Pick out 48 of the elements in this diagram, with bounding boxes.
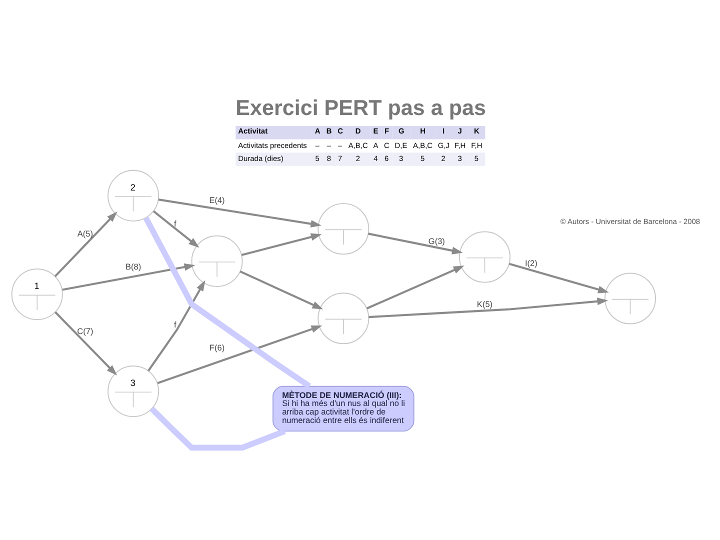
diagram-title: Exercici PERT pas a pas [236, 94, 486, 120]
label: Durada (dies) [238, 154, 284, 163]
edge-label: B(8) [125, 262, 142, 271]
label: F,H [454, 140, 466, 150]
label: 2 [441, 154, 446, 163]
label: – [338, 140, 342, 150]
label: F,H [471, 140, 482, 150]
label: 5 [474, 154, 479, 163]
edge-label: K(5) [476, 299, 493, 308]
label: H [420, 126, 426, 136]
edge-label: f [174, 218, 176, 228]
edge-label: C(7) [77, 326, 94, 336]
label: 8 [326, 154, 331, 163]
label: A,B,C [348, 140, 368, 150]
edge-label: f [174, 320, 176, 329]
label: – [315, 140, 320, 150]
label: F [384, 126, 390, 136]
label: G [398, 126, 404, 136]
label: A [373, 140, 378, 150]
label: J [458, 126, 462, 136]
edge-label: E(4) [209, 196, 225, 205]
label: – [326, 140, 331, 150]
label: D,E [394, 140, 408, 150]
label: Activitats precedents [238, 140, 307, 150]
edge-label: F(6) [209, 343, 225, 352]
label: 3 [398, 154, 404, 163]
label: 6 [384, 154, 389, 163]
label: © Autors - Universitat de Barcelona - 2008 [560, 216, 700, 226]
label: G,J [438, 140, 450, 150]
label: 3 [458, 154, 462, 163]
edge-label: G(3) [428, 236, 445, 246]
label: C [384, 140, 390, 150]
edge-label: A(5) [77, 228, 94, 238]
label: E [373, 126, 378, 136]
label: D [355, 126, 361, 136]
label: Activitat [238, 126, 268, 136]
label: K [474, 126, 480, 136]
label: A [314, 126, 320, 136]
label: 5 [420, 154, 425, 163]
label: 5 [315, 154, 320, 163]
label: A,B,C [413, 140, 433, 150]
label: C [338, 126, 344, 136]
label: 7 [338, 154, 342, 163]
label: B [326, 126, 332, 136]
label: I [442, 126, 445, 136]
edge-label: I(2) [524, 258, 538, 268]
label: 4 [374, 154, 378, 163]
label: 2 [356, 154, 360, 163]
